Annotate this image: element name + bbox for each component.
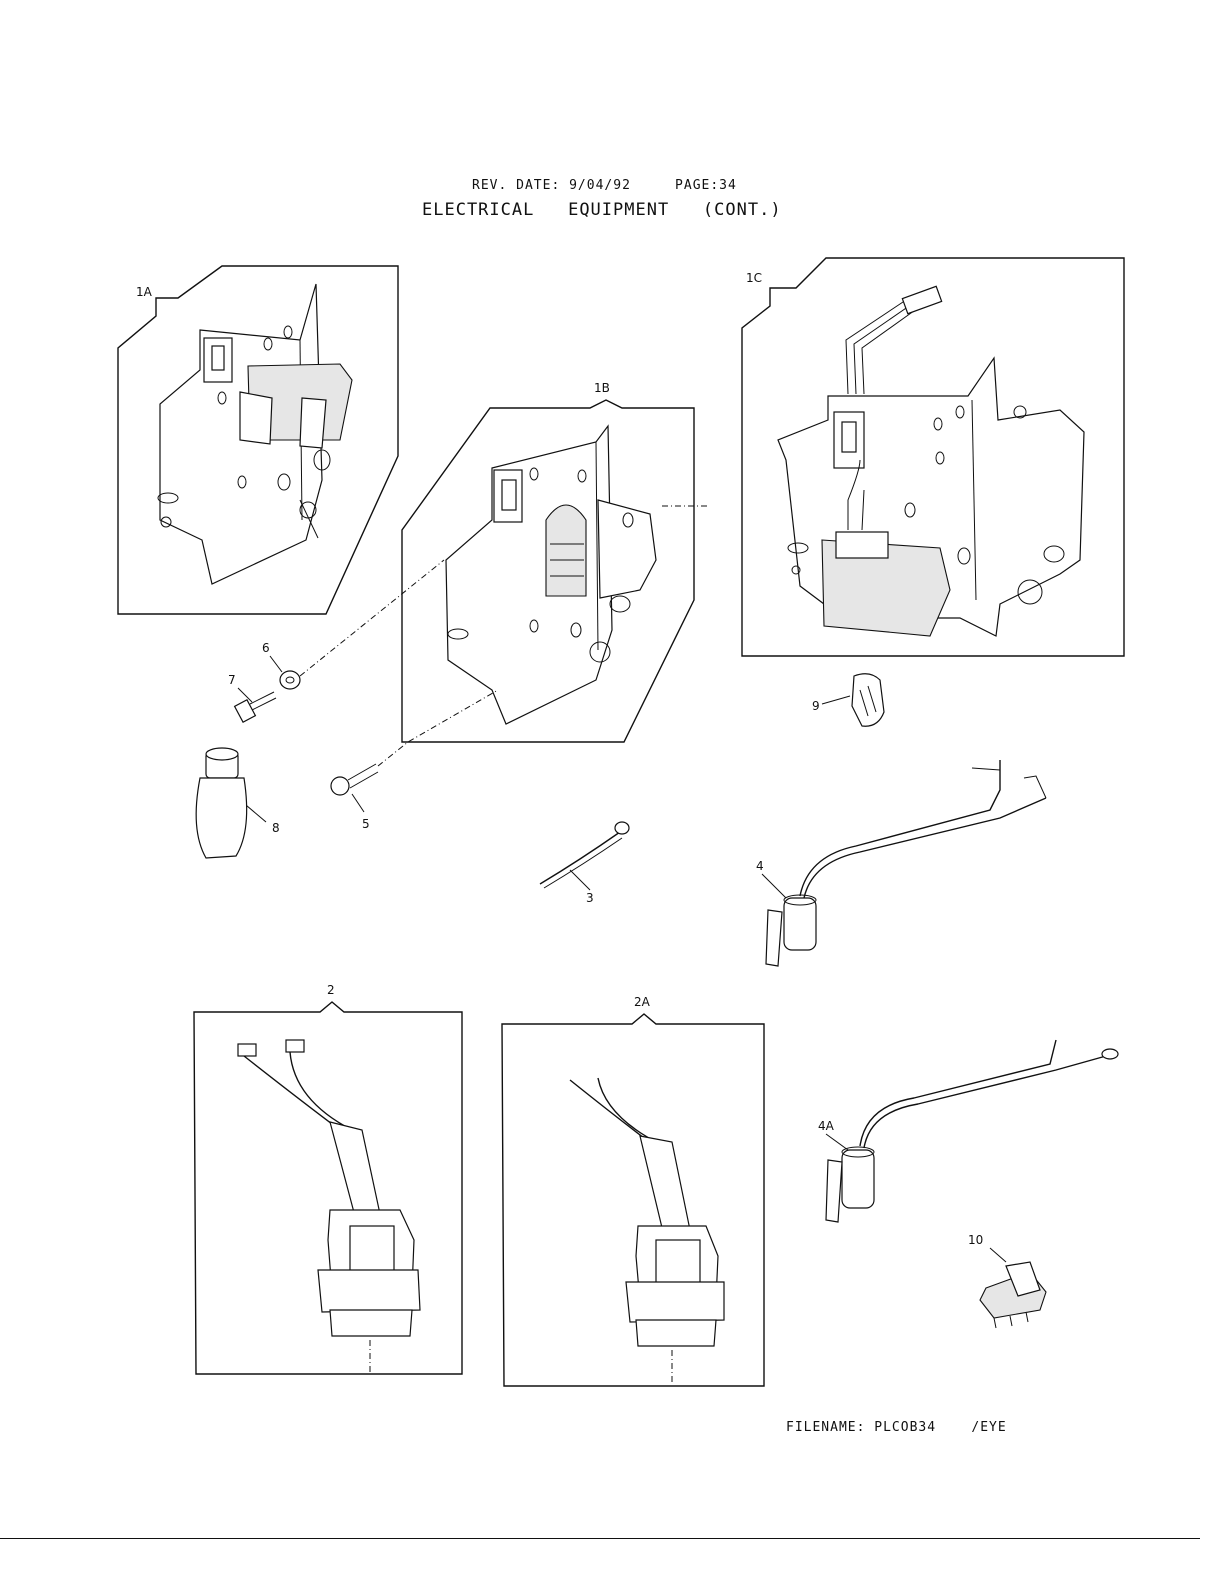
filename-suffix: /EYE: [971, 1420, 1007, 1435]
callout-2: 2: [327, 983, 335, 997]
panel-1b-frame: [401, 399, 695, 743]
part-10-rocker-switch: 10: [968, 1233, 1047, 1329]
part-4-capacitor: 4: [756, 760, 1047, 967]
callout-1c: 1C: [746, 271, 762, 285]
callout-1a: 1A: [136, 285, 153, 299]
panel-2: 2: [193, 983, 463, 1375]
filename-label: FILENAME:: [786, 1420, 866, 1435]
part-7-screw: 7: [228, 673, 277, 724]
panel-2-frame: [193, 1001, 463, 1375]
callout-6: 6: [262, 641, 270, 655]
panel-2a: 2A: [501, 995, 765, 1387]
callout-7: 7: [228, 673, 236, 687]
part-4a-capacitor: 4A: [818, 1039, 1119, 1223]
bottom-rule: [0, 1538, 1200, 1539]
callout-3: 3: [586, 891, 594, 905]
part-5-screw: 5: [330, 689, 499, 831]
callout-5: 5: [362, 817, 370, 831]
title-word-3: (CONT.): [702, 200, 782, 220]
rev-label: REV. DATE:: [472, 178, 561, 193]
panel-1c: 1C: [741, 257, 1125, 657]
revision-line: REV. DATE: 9/04/92 PAGE:34: [472, 178, 737, 193]
part-6-washer: 6: [262, 559, 445, 690]
switch-2a-drawing: [569, 1077, 725, 1384]
callout-9: 9: [812, 699, 820, 713]
bracket-1c-drawing: [777, 285, 1085, 637]
panel-2a-frame: [501, 1013, 765, 1387]
title-word-1: ELECTRICAL: [422, 200, 535, 220]
part-9-cap: 9: [812, 673, 885, 727]
callout-8: 8: [272, 821, 280, 835]
bracket-1b-drawing: [445, 424, 657, 725]
page-number: PAGE:34: [675, 178, 737, 193]
callout-4: 4: [756, 859, 764, 873]
title-word-2: EQUIPMENT: [568, 200, 670, 220]
panel-1b: 1B: [401, 381, 710, 743]
callout-1b: 1B: [594, 381, 610, 395]
page-title: ELECTRICAL EQUIPMENT (CONT.): [422, 200, 782, 220]
filename-footer: FILENAME: PLCOB34 /EYE: [786, 1420, 1007, 1435]
callout-10: 10: [968, 1233, 983, 1247]
part-8-bulb: 8: [195, 747, 280, 859]
rev-date: 9/04/92: [569, 178, 631, 193]
part-3-wire: 3: [539, 821, 630, 905]
bracket-1a-drawing: [157, 283, 353, 585]
callout-4a: 4A: [818, 1119, 835, 1133]
panel-1a-frame: [117, 265, 399, 615]
panel-1c-frame: [741, 257, 1125, 657]
callout-2a: 2A: [634, 995, 651, 1009]
filename-value: PLCOB34: [874, 1420, 937, 1435]
panel-1a: 1A: [117, 265, 399, 615]
switch-2-drawing: [237, 1039, 421, 1372]
